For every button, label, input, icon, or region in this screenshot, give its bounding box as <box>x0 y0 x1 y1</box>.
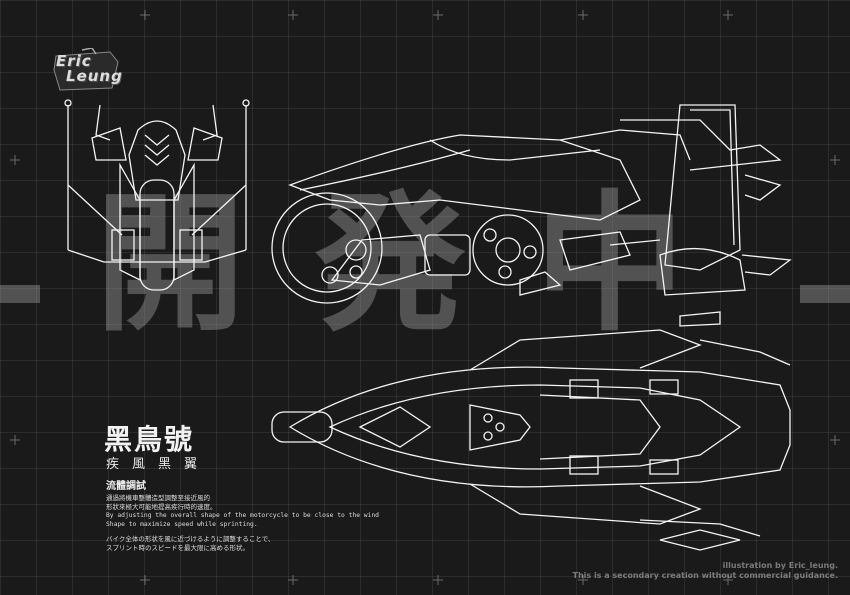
watermark-text: 開発中 <box>94 178 755 352</box>
brand-logo: Eric Leung <box>56 54 123 84</box>
description-line: 通過將機車整體造型調整至接近風的 <box>106 494 210 502</box>
side-view-drawing <box>271 104 792 304</box>
watermark-dash-left <box>0 285 40 303</box>
description-line: By adjusting the overall shape of the mo… <box>106 512 379 519</box>
description-line: 形狀來極大可能地提高疾行時的速度。 <box>106 503 217 511</box>
logo-line1: Eric <box>56 52 92 70</box>
top-view-drawing <box>271 311 791 551</box>
logo-line2: Leung <box>66 67 123 85</box>
description-line: スプリント時のスピードを最大限に高める形状。 <box>106 544 249 552</box>
model-title: 黑鳥號 <box>104 423 195 456</box>
model-subtitle: 疾風黑翼 <box>106 457 211 472</box>
description-line: バイク全体の形状を風に近づけるように調整することで、 <box>106 535 275 543</box>
credit-line: This is a secondary creation without com… <box>572 571 839 580</box>
brand-logo-badge <box>53 48 119 91</box>
credit-line: illustration by Eric_leung. <box>722 561 838 570</box>
description-heading: 流體調試 <box>106 481 146 492</box>
watermark-dash-right <box>800 285 850 303</box>
front-view-drawing <box>64 99 250 291</box>
description-line: Shape to maximize speed while sprinting. <box>106 521 258 528</box>
